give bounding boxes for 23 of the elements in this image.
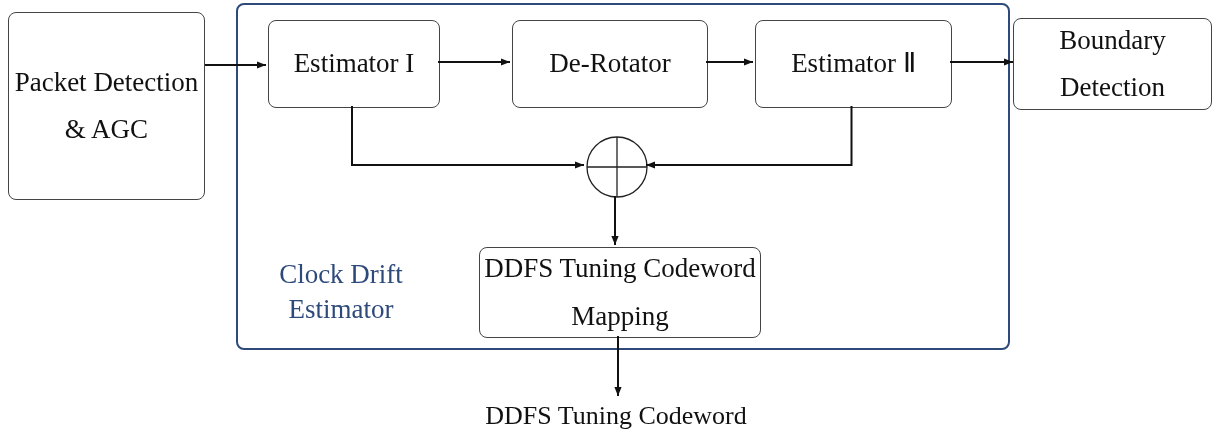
arrow <box>645 105 853 169</box>
arrow <box>437 58 511 66</box>
arrow <box>351 105 585 169</box>
process-box <box>268 20 440 108</box>
process-box <box>512 20 708 108</box>
arrow <box>611 195 619 246</box>
process-box <box>755 20 952 108</box>
group-title: Clock Drift Estimator <box>278 258 404 327</box>
adder-circle <box>586 136 648 198</box>
group-container <box>236 3 1010 350</box>
output-label: DDFS Tuning Codeword <box>485 400 747 433</box>
arrow <box>614 335 622 397</box>
box-label: De-Rotator <box>549 47 671 81</box>
process-box <box>1013 18 1212 110</box>
arrow <box>949 58 1014 66</box>
box-label: Estimator Ⅱ <box>791 47 916 81</box>
arrow <box>204 61 267 69</box>
box-label: Packet Detection & AGC <box>13 65 200 146</box>
box-label: Estimator I <box>293 47 415 81</box>
arrow <box>705 58 754 66</box>
box-label: DDFS Tuning Codeword Mapping <box>483 252 757 333</box>
box-label: Boundary Detection <box>1058 23 1167 104</box>
process-box <box>8 12 205 200</box>
